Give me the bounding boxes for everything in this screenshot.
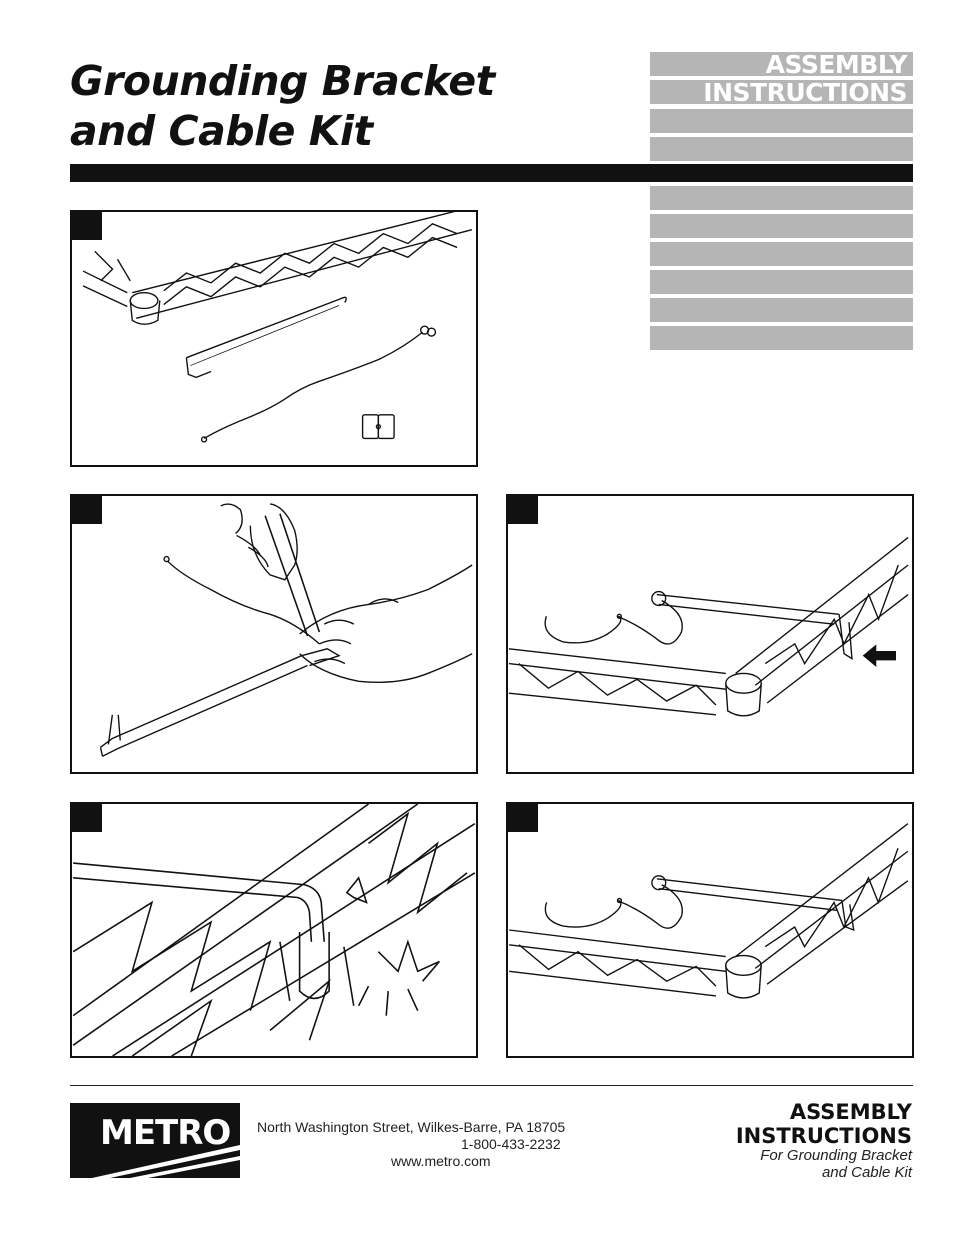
- gray-bar-2: [650, 80, 913, 104]
- logo-stripes: [92, 1145, 240, 1178]
- title-line-1: Grounding Bracket: [70, 57, 495, 105]
- address-text: North Washington Street, Wilkes-Barre, P…: [257, 1119, 566, 1135]
- fastening-illustration: [99, 503, 473, 757]
- step-1-panel: [70, 210, 478, 467]
- footer-heading-assembly: ASSEMBLY: [789, 1100, 912, 1124]
- header-label-instructions: INSTRUCTIONS: [703, 78, 907, 107]
- brand-name: METRO: [100, 1113, 231, 1153]
- gray-bar-3: [650, 109, 913, 133]
- step-5-marker: [508, 804, 538, 832]
- bracket-install-illustration: [508, 536, 909, 717]
- gray-bar-9: [650, 298, 913, 322]
- metro-logo: METRO: [70, 1103, 240, 1178]
- footer-subtitle-line-2: and Cable Kit: [821, 1164, 912, 1181]
- gray-bar-8: [650, 270, 913, 294]
- header-label-assembly: ASSEMBLY: [765, 50, 908, 79]
- header-black-rule: [70, 164, 913, 182]
- footer-subtitle-line-1: For Grounding Bracket: [760, 1147, 912, 1164]
- title-line-2: and Cable Kit: [70, 107, 373, 155]
- gray-bar-10: [650, 326, 913, 350]
- gray-bar-7: [650, 242, 913, 266]
- website-link[interactable]: www.metro.com: [391, 1153, 491, 1169]
- step-4-panel: [70, 802, 478, 1058]
- parts-illustration: [82, 212, 473, 443]
- step-2-panel: [70, 494, 478, 774]
- footer-rule: [70, 1085, 913, 1086]
- gray-bar-6: [650, 214, 913, 238]
- step-3-panel: [506, 494, 914, 774]
- footer-heading-instructions: INSTRUCTIONS: [735, 1124, 912, 1148]
- snap-detail-illustration: [72, 804, 476, 1056]
- step-5-panel: [506, 802, 914, 1058]
- completed-assembly-illustration: [509, 823, 909, 999]
- gray-bar-5: [650, 186, 913, 210]
- step-2-marker: [72, 496, 102, 524]
- gray-bar-1: [650, 52, 913, 76]
- step-4-marker: [72, 804, 102, 832]
- phone-text: 1-800-433-2232: [461, 1136, 561, 1152]
- document-title: Grounding Bracket and Cable Kit: [70, 56, 630, 156]
- step-1-marker: [72, 212, 102, 240]
- step-3-marker: [508, 496, 538, 524]
- gray-bar-4: [650, 137, 913, 161]
